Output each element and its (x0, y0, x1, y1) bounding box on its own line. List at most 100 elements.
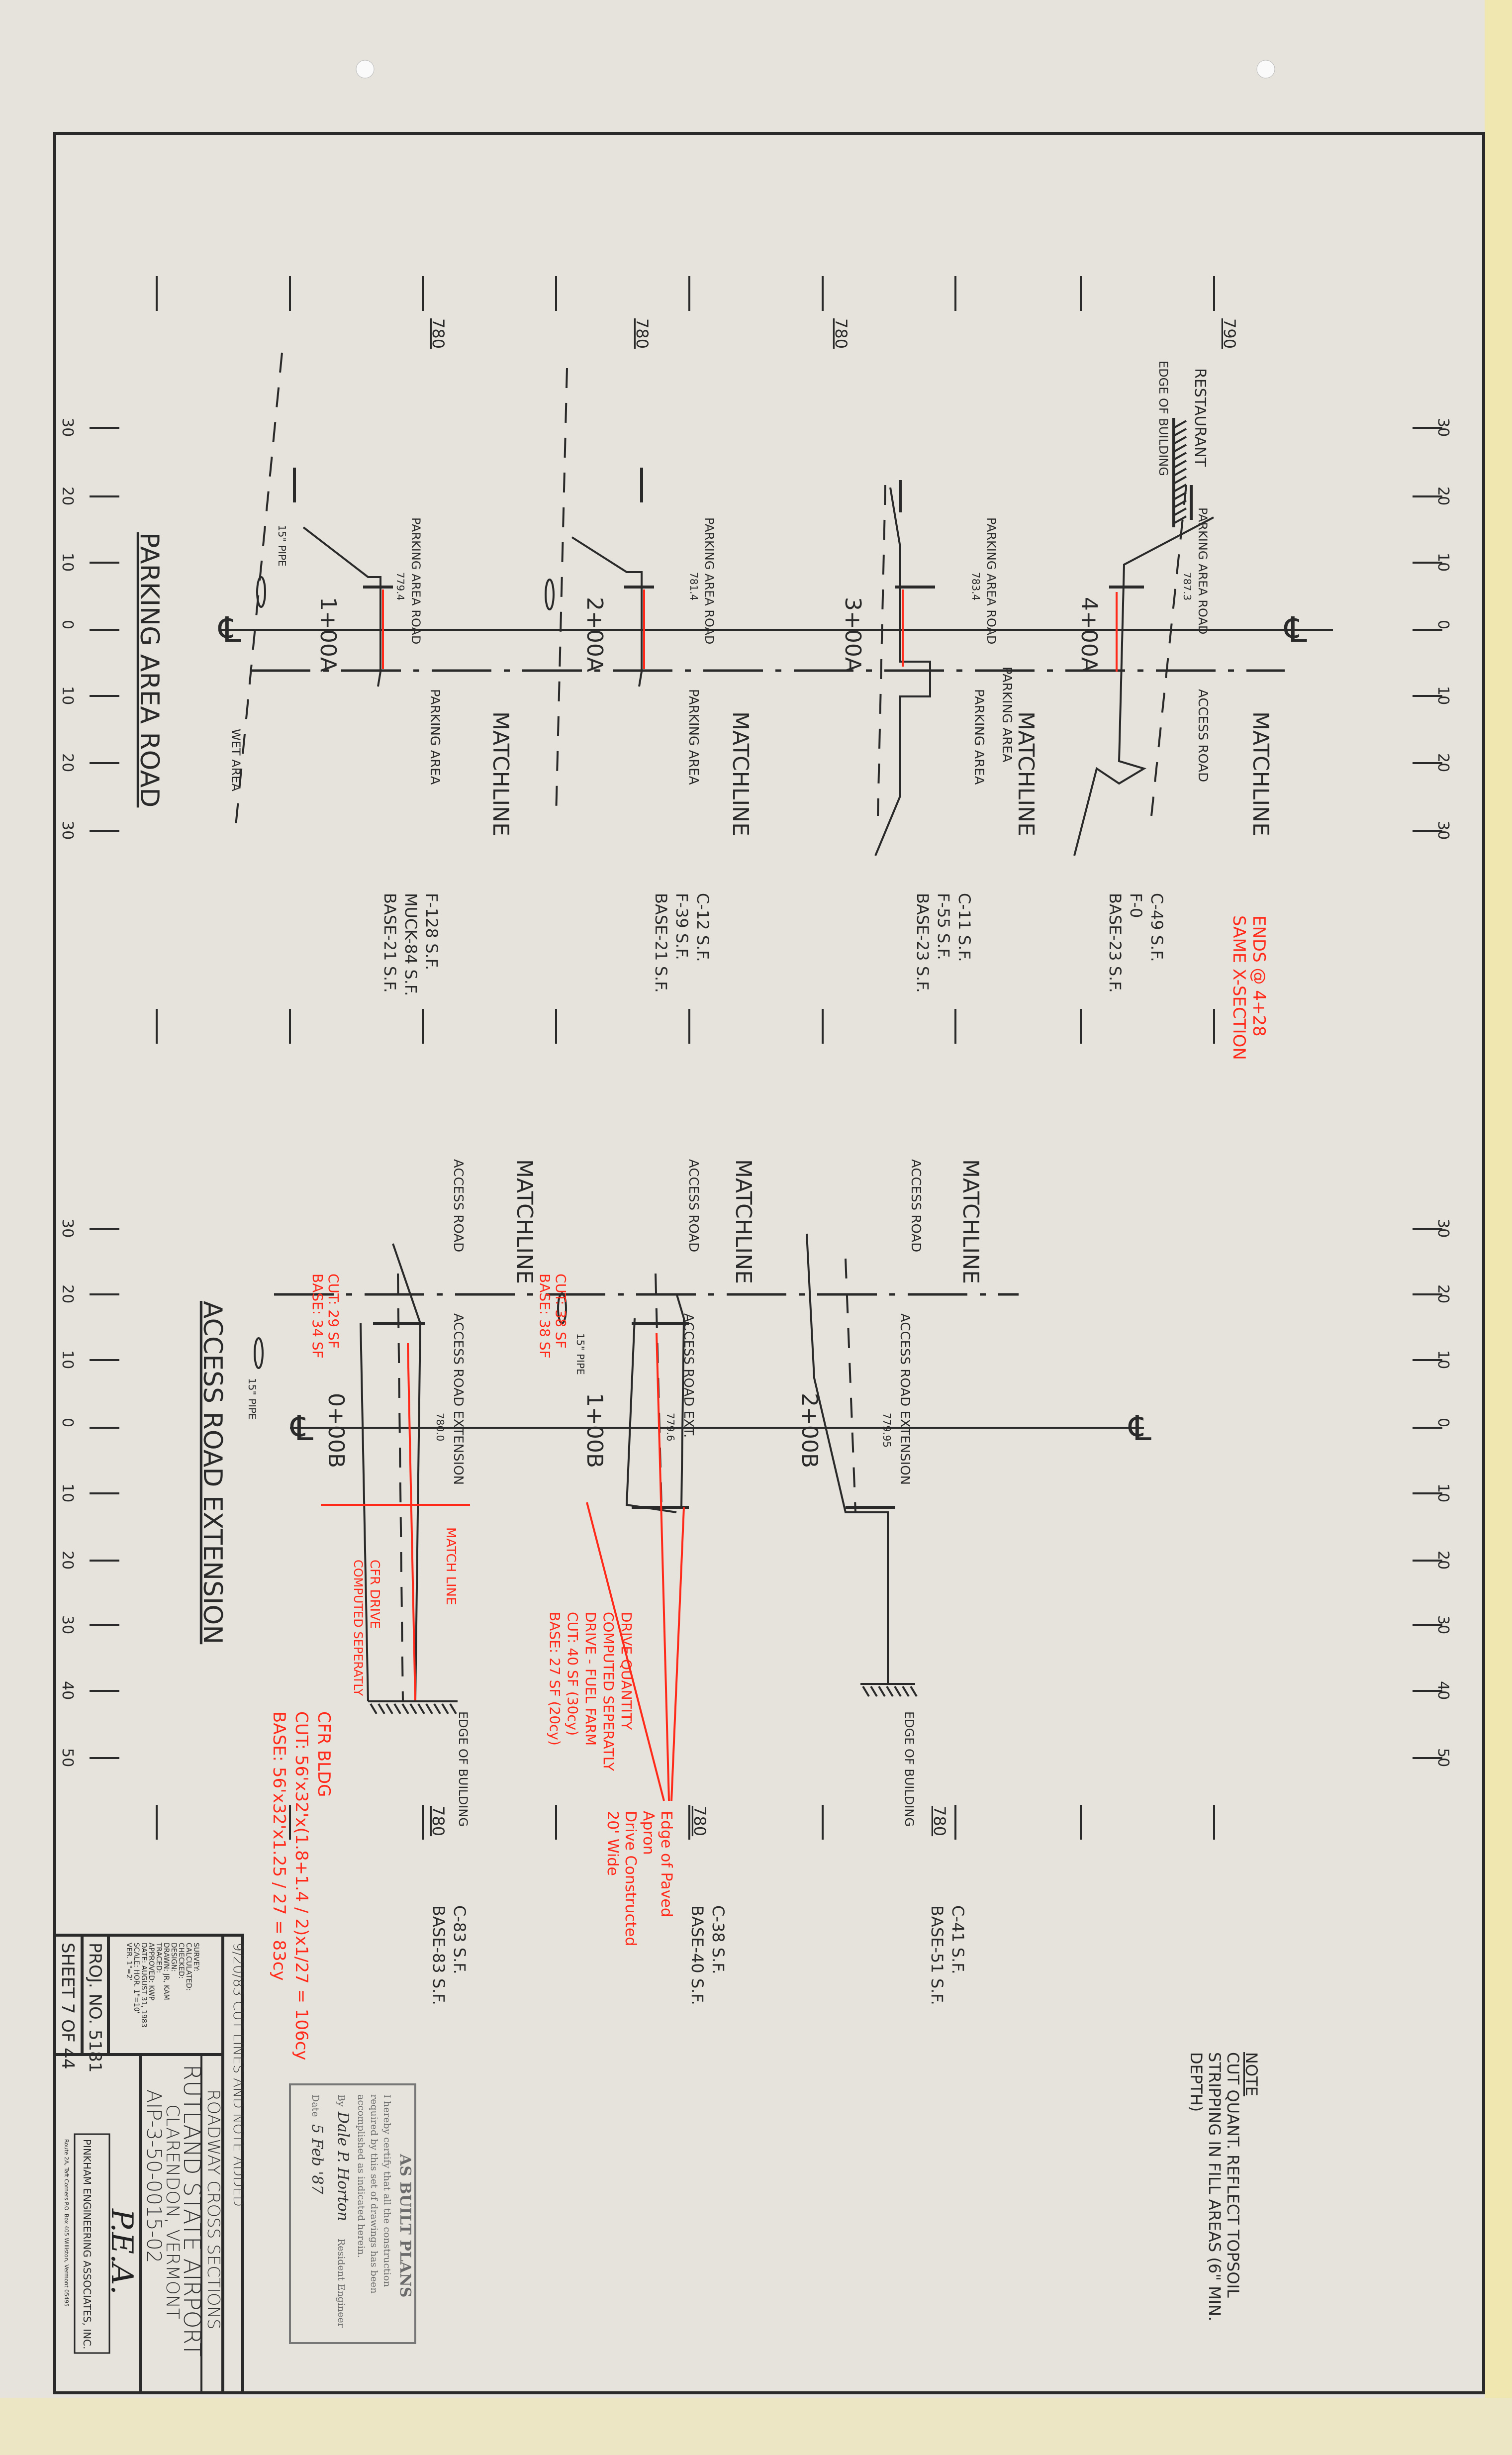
offset-label: 0 (59, 620, 76, 629)
offset-label: 30 (59, 418, 76, 437)
road-label: PARKING AREA ROAD (409, 517, 423, 644)
quantity-label: BASE-51 S.F. (928, 1905, 946, 2005)
red-note: BASE: 56'x32'x1.25 / 27 = 83cy (269, 1711, 289, 1981)
elevation-value: 780.0 (434, 1413, 446, 1441)
sheet-border (53, 132, 1485, 2394)
quantity-label: BASE-21 S.F. (380, 893, 399, 993)
pipe-label: 15" PIPE (276, 525, 288, 567)
as-built-stamp: AS BUILT PLANS I hereby certify that all… (289, 2083, 416, 2344)
elevation-label: 780 (690, 1806, 709, 1836)
hatch-line (1173, 444, 1187, 453)
project-name: RUTLAND STATE AIRPORT (179, 2064, 205, 2357)
station-label: 1+00B (582, 1393, 607, 1468)
panel-title: ACCESS ROAD EXTENSION (197, 1301, 227, 1644)
firm-logo: P.E.A. (104, 2208, 139, 2295)
road-label: ACCESS ROAD EXT. (681, 1313, 696, 1438)
hatch-line (1173, 499, 1187, 508)
matchline-label: MATCHLINE (1013, 711, 1039, 836)
revision-note: 9/20/83 CUT LINES AND NOTE ADDED (230, 1943, 247, 2207)
elevation-label: 780 (930, 1806, 949, 1836)
offset-label: 10 (59, 686, 76, 705)
hatch-line (1173, 476, 1187, 485)
hatch-line (378, 1703, 385, 1715)
hatch-line (902, 1685, 910, 1697)
offset-label: 20 (59, 753, 76, 772)
quantity-label: F-55 S.F. (934, 893, 953, 960)
quantity-label: BASE-40 S.F. (688, 1905, 707, 2005)
sheet-title: ROADWAY CROSS SECTIONS (203, 2089, 223, 2330)
area-label: PARKING AREA (971, 689, 986, 785)
elevation-label: 780 (832, 318, 850, 349)
station-label: 2+00B (797, 1393, 822, 1468)
elevation-value: 779.6 (664, 1413, 676, 1441)
station-label: 4+00A (1076, 597, 1102, 672)
area-label: ACCESS ROAD (686, 1159, 701, 1252)
hatch-line (870, 1685, 878, 1697)
upper-labels: PARKING AREA ROAD RESTAURANT EDGE OF BUI… (134, 361, 1273, 1060)
offset-label: 10 (59, 1483, 76, 1502)
edge-strip-bottom (0, 2398, 1512, 2455)
offset-label: 30 (59, 821, 76, 840)
area-label: ACCESS ROAD (1195, 689, 1210, 782)
building-hatch (370, 1685, 918, 1715)
elevation-label: 780 (429, 1806, 448, 1836)
red-note: CUT: 40 SF (30cy) (565, 1612, 581, 1736)
hatch-line (910, 1685, 918, 1697)
hatch-line (393, 1703, 401, 1715)
quantity-label: C-41 S.F. (948, 1905, 967, 1974)
edge-strip (1485, 0, 1512, 2455)
project-number: PROJ. NO. 5181 (85, 1943, 105, 2073)
date-label: Date (310, 2094, 321, 2117)
hatch-line (1173, 420, 1187, 429)
matchline-label: MATCHLINE (512, 1159, 537, 1284)
upper-panel: ℄ ℄ (218, 352, 1333, 856)
quantity-label: C-49 S.F. (1147, 893, 1166, 962)
road-label: PARKING AREA ROAD (702, 517, 716, 644)
red-note: MATCH LINE (443, 1527, 458, 1605)
hatch-line (1173, 491, 1187, 500)
lower-panel: ℄ ℄ (254, 1233, 1151, 1801)
title-block-field: SURVEY: (192, 1943, 200, 1971)
red-note: CUT: 56'x32'x(1.8+1.4 / 2)x1/27 = 106cy (291, 1711, 311, 2061)
centerline-icon: ℄ (1128, 1408, 1151, 1449)
offset-label: 10 (59, 553, 76, 572)
note: NOTE CUT QUANT. REFLECT TOPSOIL STRIPPIN… (1187, 2052, 1261, 2321)
red-note: COMPUTED SEPERATLY (351, 1560, 365, 1696)
hatch-line (417, 1703, 425, 1715)
red-note: Edge of Paved (658, 1811, 675, 1917)
red-quantity: BASE: 38 SF (537, 1274, 553, 1359)
area-label: PARKING AREA (999, 667, 1014, 763)
elevation-value: 783.4 (970, 572, 982, 600)
stamp-line: accomplished as indicated herein. (356, 2094, 367, 2258)
matchline-label: MATCHLINE (488, 711, 513, 836)
offset-label: 20 (59, 1551, 76, 1570)
by-role: Resident Engineer (336, 2239, 347, 2328)
building-hatch (1173, 420, 1187, 524)
offset-label: 50 (59, 1748, 76, 1767)
red-note: CFR BLDG (314, 1711, 334, 1797)
title-block-field: CALCULATED: (185, 1943, 192, 1991)
profile-1+00A (302, 526, 381, 687)
offset-label: 20 (59, 1284, 76, 1303)
firm-name: PINKHAM ENGINEERING ASSOCIATES, INC. (81, 2139, 93, 2349)
punch-hole (1256, 60, 1275, 79)
area-label: PARKING AREA (427, 689, 442, 785)
elevation-value: 779.4 (394, 572, 406, 600)
hatch-line (385, 1703, 393, 1715)
location: CLARENDON, VERMONT (162, 2104, 183, 2319)
hatch-line (1173, 484, 1187, 492)
elevation-label: 780 (633, 318, 652, 349)
elevation-label: 780 (429, 318, 448, 349)
hatch-line (1173, 507, 1187, 516)
hatch-line (1173, 460, 1187, 469)
quantity-label: C-12 S.F. (693, 893, 712, 962)
title-block: 9/20/83 CUT LINES AND NOTE ADDED ROADWAY… (53, 1934, 247, 2394)
station-label: 3+00A (840, 597, 865, 672)
hatch-line (862, 1685, 870, 1697)
title-block-field: CHECKED: (177, 1943, 185, 1978)
hatch-line (409, 1703, 417, 1715)
